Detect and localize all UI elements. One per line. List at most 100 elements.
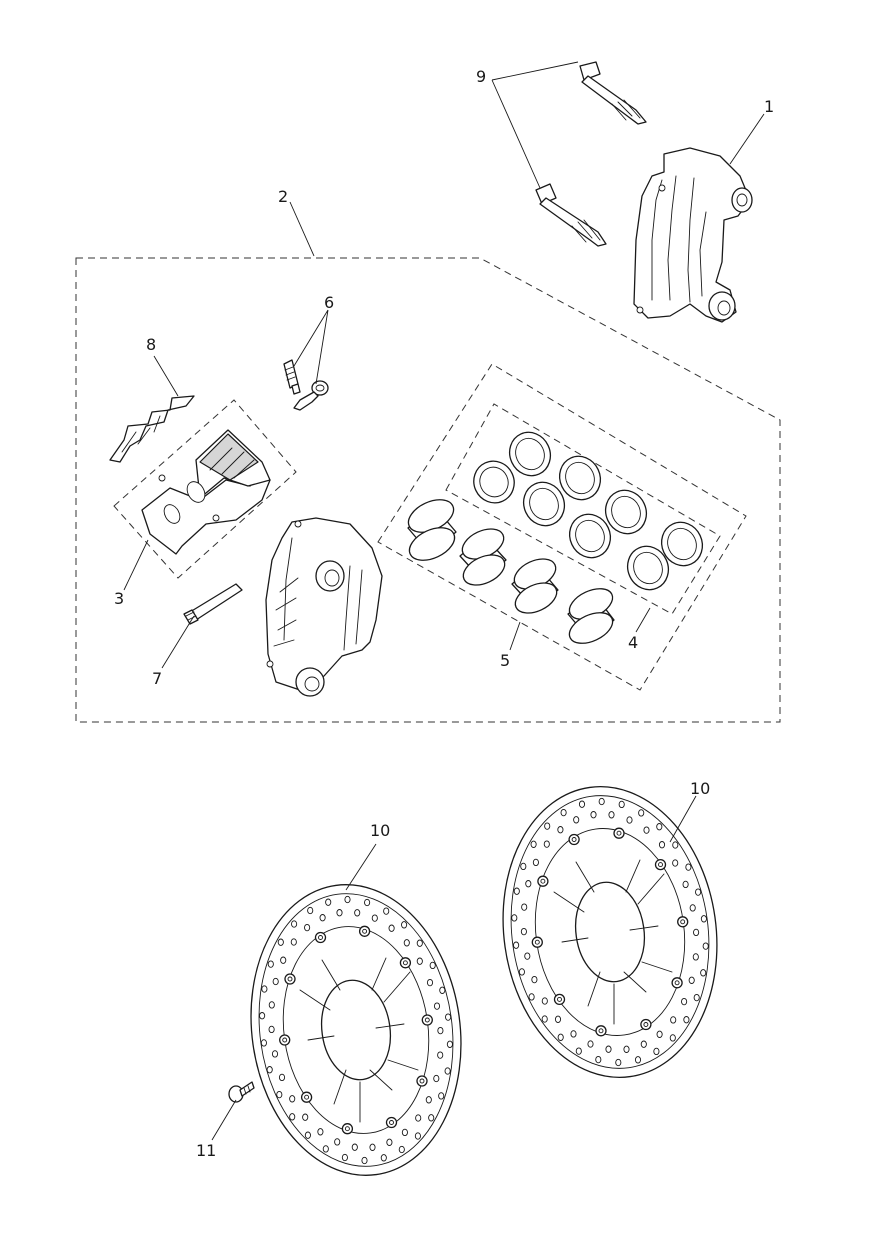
disc-hole [325,898,332,906]
seal-ring[interactable] [467,455,521,510]
disc-hole [640,1040,647,1048]
caliper-body[interactable] [265,517,383,697]
disc-hole [672,841,679,849]
disc-hole [518,968,525,976]
disc-hole [656,1030,663,1038]
pad-kit-boundary [113,399,297,579]
piston[interactable] [565,582,618,649]
disc-hole [587,1040,594,1048]
disc-hole [280,956,287,964]
seal-ring[interactable] [621,540,676,597]
disc-hole [557,1033,564,1041]
brake-disc-left[interactable] [233,871,480,1189]
disc-hole [685,863,692,871]
disc-hole [554,1015,562,1023]
seal-ring[interactable] [563,508,618,565]
disc-hole [513,941,520,949]
disc-hole [437,1026,444,1035]
callout-5: 5 [500,651,510,670]
piston[interactable] [403,493,459,567]
disc-hole [643,826,650,834]
brake-disc-right[interactable] [485,773,736,1092]
disc-hole [520,862,527,871]
seal-ring[interactable] [599,484,654,541]
disc-hole [513,887,520,895]
seal-ring[interactable] [553,450,608,507]
disc-hole [416,957,423,965]
disc-hole [689,904,696,912]
disc-hole [682,880,689,889]
disc-hole [532,858,539,867]
disc-hole [634,1056,642,1064]
disc-holes [259,895,453,1165]
disc-hole [573,816,580,824]
disc-hole [364,898,371,907]
disc-hole [521,903,528,911]
seal-ring[interactable] [517,476,572,533]
seal-ring[interactable] [503,426,558,483]
disc-hole [656,823,663,831]
disc-hole [544,822,551,830]
disc-hole [598,797,605,806]
pad-spring-clip[interactable] [109,395,195,463]
disc-rivet-center [674,980,680,986]
disc-hole [670,1016,677,1024]
disc-rivet-center [402,960,408,966]
disc-hole [277,938,284,946]
disc-hole [439,986,446,994]
disc-hole [319,914,326,922]
caliper-bolt-lower[interactable] [535,183,607,247]
seal-ring[interactable] [655,516,710,573]
pad-pin[interactable] [183,583,243,625]
disc-hole [304,1131,311,1139]
disc-hole [259,1012,266,1020]
disc-rivet-center [282,1037,288,1043]
callout-labels: 1 2 3 4 5 6 7 8 9 10 10 11 [114,67,774,1160]
disc-rivet-center [571,837,577,842]
brake-pad-set[interactable] [141,429,271,555]
disc-hole [416,939,423,947]
disc-hole [531,975,538,984]
disc-hole [383,907,390,915]
disc-hole [605,1045,612,1053]
disc-rivet-center [643,1022,649,1027]
disc-hole [520,927,527,936]
disc-hole [511,914,518,922]
disc-hole [289,1095,296,1103]
disc-hole [276,1090,283,1099]
disc-screw[interactable] [228,1081,255,1103]
disc-hole [445,1013,452,1021]
caliper-assembly[interactable] [633,147,753,323]
seal-rings[interactable] [467,426,709,597]
disc-hole [425,1096,432,1104]
disc-rivet-center [362,928,368,934]
disc-hole [672,859,679,867]
callout-9: 9 [476,67,486,86]
disc-hole [369,1143,376,1151]
disc-hole [322,1145,329,1153]
disc-hole [446,1040,453,1048]
bleed-nipple[interactable] [283,359,301,395]
disc-hole [700,915,707,923]
seal-piston-kit-boundary [377,363,747,691]
pistons[interactable] [403,493,617,649]
disc-hole [695,888,702,896]
piston[interactable] [510,553,562,619]
disc-hole [575,1047,582,1055]
disc-rivet-center [318,935,323,940]
disc-hole [344,895,351,904]
disc-hole [341,1153,348,1162]
disc-rivet-center [598,1028,604,1034]
disc-hole [700,969,707,977]
disc-hole [361,1156,368,1165]
disc-hole [618,800,625,809]
disc-hole [290,938,297,946]
disc-hole [398,1145,405,1154]
callout-10-left: 10 [370,821,390,840]
disc-hole [590,811,597,819]
bleed-nipple-cap[interactable] [293,380,329,411]
disc-hole [444,1067,451,1075]
caliper-bolt-upper[interactable] [579,61,647,125]
piston[interactable] [458,523,510,591]
callout-4: 4 [628,633,638,652]
